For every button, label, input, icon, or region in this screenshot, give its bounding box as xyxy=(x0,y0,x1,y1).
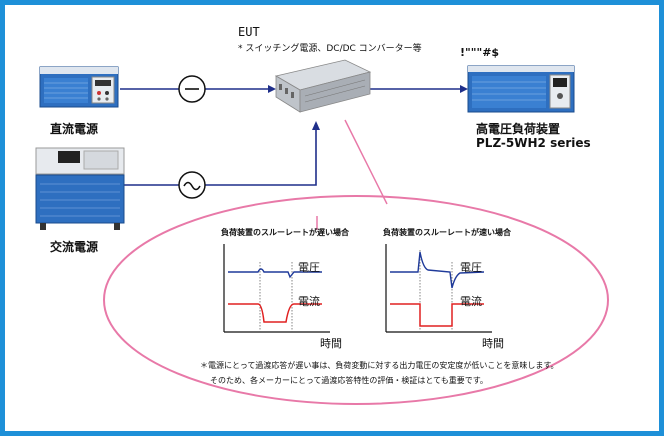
load-device-icon xyxy=(467,65,575,113)
fast-time-label: 時間 xyxy=(482,337,504,350)
dc-source-device-icon xyxy=(39,66,119,108)
load-device-code: !"""#$ xyxy=(460,46,500,59)
dc-arrowhead xyxy=(268,85,276,93)
load-device-label-line1: 高電圧負荷装置 xyxy=(476,122,561,136)
fast-slew-waveform xyxy=(385,244,492,333)
fast-voltage-label: 電圧 xyxy=(460,261,482,274)
ac-wire xyxy=(124,128,317,186)
eut-device-icon xyxy=(274,59,372,113)
slow-current-trace xyxy=(228,303,322,323)
eut-note: * スイッチング電源、DC/DC コンバーター等 xyxy=(238,44,422,54)
fast-chart-title: 負荷装置のスルーレートが速い場合 xyxy=(383,228,511,237)
load-device-label-line2: PLZ-5WH2 series xyxy=(476,136,591,150)
ac-symbol-icon xyxy=(183,181,201,191)
load-arrowhead xyxy=(460,85,468,93)
callout-ellipse xyxy=(103,195,609,405)
pink-pointer-right xyxy=(344,119,388,205)
ac-arrowhead xyxy=(312,121,320,130)
ac-source-device-icon xyxy=(35,147,125,230)
fast-voltage-trace xyxy=(390,251,485,289)
fast-current-trace xyxy=(390,303,484,327)
footnote-line2: そのため、各メーカーにとって過渡応答特性の評価・検証はとても重要です。 xyxy=(210,376,488,385)
slow-slew-waveform xyxy=(223,244,330,333)
slow-chart-title: 負荷装置のスルーレートが遅い場合 xyxy=(221,228,349,237)
slow-voltage-label: 電圧 xyxy=(298,261,320,274)
slow-voltage-trace xyxy=(228,268,322,279)
ac-source-label: 交流電源 xyxy=(50,240,99,254)
footnote-line1: ＊電源にとって過渡応答が遅い事は、負荷変動に対する出力電圧の安定度が低いことを意… xyxy=(200,361,559,370)
slow-current-label: 電流 xyxy=(298,295,320,308)
eut-title: EUT xyxy=(238,25,260,39)
slow-time-label: 時間 xyxy=(320,337,342,350)
dc-source-label: 直流電源 xyxy=(50,122,99,136)
fast-current-label: 電流 xyxy=(460,295,482,308)
